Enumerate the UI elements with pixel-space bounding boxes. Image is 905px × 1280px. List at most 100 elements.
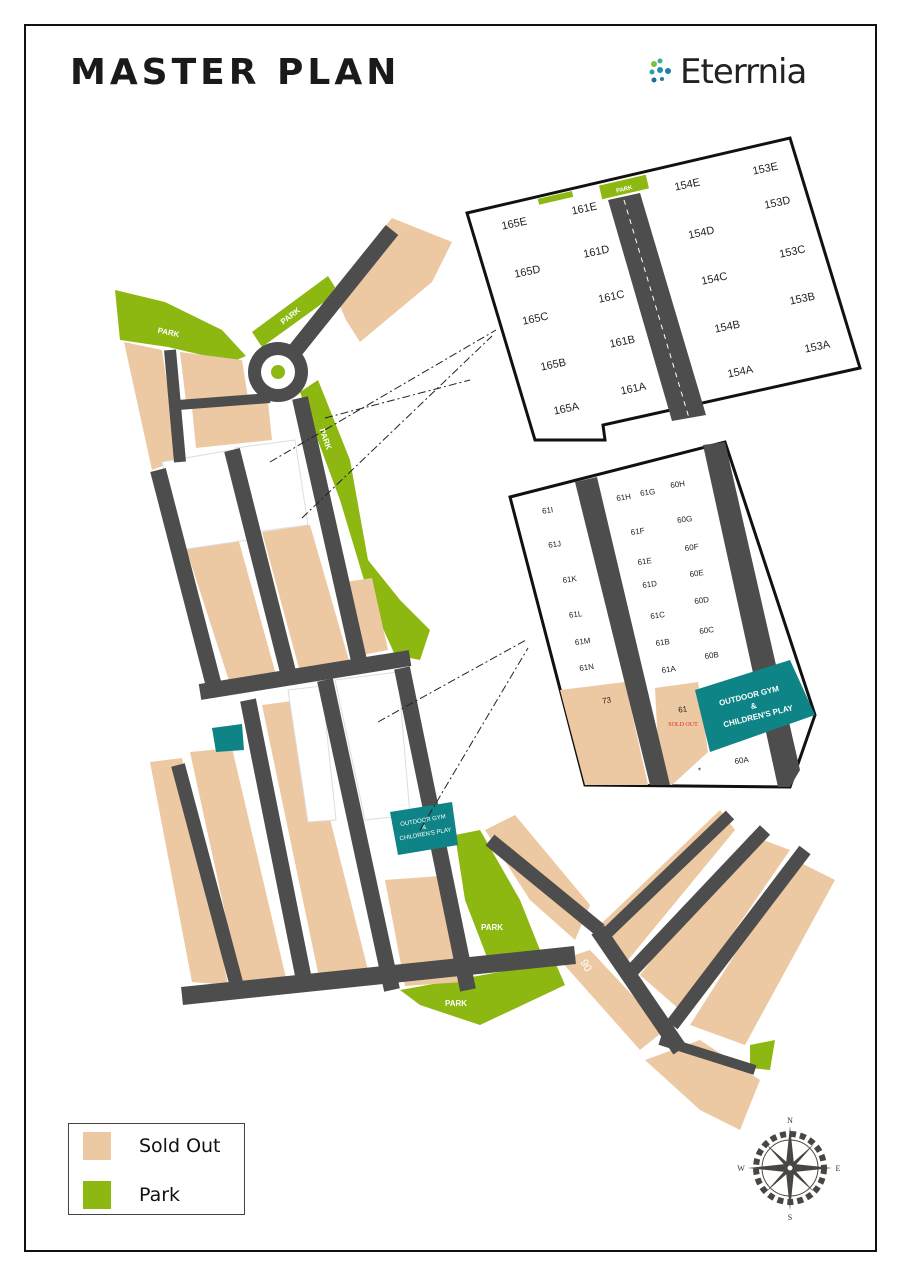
park-bottom xyxy=(400,962,565,1025)
plot-label: 60C xyxy=(699,625,715,636)
road xyxy=(658,1035,757,1075)
inset-bottom-plots-60-61: OUTDOOR GYM & CHILDREN'S PLAY SOLD OUT 6… xyxy=(508,440,817,789)
plot-label: 61N xyxy=(579,662,595,673)
plot-label: 153D xyxy=(763,194,791,211)
sold-plots-south-1 xyxy=(560,950,665,1050)
plot-label: 61J xyxy=(548,539,562,550)
legend-item-park: Park xyxy=(83,1181,180,1209)
plot-label: 165A xyxy=(553,400,581,417)
plot-label: 61D xyxy=(642,579,658,590)
plot-label: * xyxy=(697,766,701,775)
inset-top-plots-153-165: PARK 165E161E154E153E165D161D154D153D165… xyxy=(465,136,862,442)
plot-label: 60E xyxy=(689,568,704,579)
road xyxy=(591,925,687,1055)
plot-label: 165C xyxy=(521,310,549,327)
road xyxy=(240,698,314,992)
legend-label: Park xyxy=(139,1184,181,1206)
callout-lines xyxy=(269,329,529,831)
road-number-label: 90 xyxy=(577,958,594,975)
inset-park xyxy=(599,174,649,200)
plot-label: 154A xyxy=(727,363,755,380)
plot-label: 154B xyxy=(714,319,742,336)
plot-label: 165B xyxy=(540,357,568,374)
road xyxy=(666,845,811,1030)
plot-label: 61C xyxy=(650,610,666,621)
compass-west: W xyxy=(737,1164,745,1173)
road xyxy=(485,834,605,936)
roads xyxy=(150,224,811,1075)
roundabout xyxy=(248,342,308,402)
park-label-bottom: PARK xyxy=(445,999,467,1008)
brand-logo: Eterrnia xyxy=(646,52,807,92)
road xyxy=(181,946,576,1005)
plot-label: 61I xyxy=(542,505,554,515)
plot-label: 61 xyxy=(678,704,689,714)
legend-swatch-sold-out xyxy=(83,1132,111,1160)
road xyxy=(171,763,245,992)
plot-label: 161B xyxy=(609,334,637,351)
map-legend: Sold Out Park xyxy=(68,1123,245,1215)
plot-label: 161D xyxy=(582,243,610,260)
plot-label: 61K xyxy=(562,574,578,585)
plot-label: 60B xyxy=(704,650,719,661)
park-label-bottom-right: PARK xyxy=(481,923,503,932)
sold-plots-lower-2 xyxy=(190,748,286,982)
sold-plots-top-left xyxy=(124,342,178,470)
plot-label: 165E xyxy=(501,216,529,233)
main-site-plan: OUTDOOR GYM & CHILDREN'S PLAY PARK PARK … xyxy=(115,218,835,1130)
legend-item-sold-out: Sold Out xyxy=(83,1132,221,1160)
plot-label: 73 xyxy=(602,695,613,705)
sold-plots-east-4 xyxy=(690,860,835,1045)
road xyxy=(164,349,186,463)
park-top-left xyxy=(115,290,246,362)
outdoor-gym-area xyxy=(390,802,458,855)
plot-label: 153E xyxy=(752,161,780,178)
road xyxy=(600,810,735,940)
plot-label: 161A xyxy=(620,380,648,397)
plot-label: 154E xyxy=(674,177,702,194)
amenity-small xyxy=(212,724,244,752)
road xyxy=(271,224,399,378)
logo-dots-icon xyxy=(649,58,671,83)
park-diagonal xyxy=(252,276,338,347)
plot-label: 61M xyxy=(574,636,591,647)
sold-plots-lower-3 xyxy=(262,700,370,982)
park-bottom-right xyxy=(455,830,540,965)
inset-sold-out-text: SOLD OUT xyxy=(668,722,698,728)
sold-plots-top-mid xyxy=(180,352,248,402)
page-title: MASTER PLAN xyxy=(70,52,401,93)
park-east-corner xyxy=(750,1040,775,1070)
inset-road-left xyxy=(575,477,670,785)
plot-label: 154C xyxy=(700,270,728,287)
plot-label: 60F xyxy=(684,542,699,553)
legend-swatch-park xyxy=(83,1181,111,1209)
compass-south: S xyxy=(788,1213,792,1222)
compass-east: E xyxy=(836,1164,841,1173)
page-frame xyxy=(24,24,877,1252)
plot-label: 161E xyxy=(571,201,599,218)
sold-plots-column-3 xyxy=(345,578,388,655)
logo-text: Eterrnia xyxy=(680,52,807,92)
plot-label: 61B xyxy=(655,637,670,648)
inset-park-label: PARK xyxy=(616,185,634,195)
compass-north: N xyxy=(787,1116,793,1125)
plot-label: 61F xyxy=(630,526,645,537)
plot-label: 60H xyxy=(670,479,686,490)
road xyxy=(198,650,412,700)
plot-label: 61G xyxy=(640,487,656,498)
road xyxy=(317,678,400,992)
sold-plots-column-1 xyxy=(185,538,278,690)
sold-plots-column-2 xyxy=(262,525,350,672)
plot-label: 165D xyxy=(513,263,541,280)
plot-label: 61A xyxy=(661,664,677,675)
plot-label: 61H xyxy=(616,492,632,503)
sold-plots-lower-1 xyxy=(150,758,228,985)
plot-label: 153B xyxy=(789,291,817,308)
inset-outdoor-gym-area xyxy=(695,660,815,752)
plot-label: 161C xyxy=(597,288,625,305)
road xyxy=(150,467,223,693)
sold-plots-top-mid2 xyxy=(192,402,272,448)
sold-plots-ne xyxy=(333,218,452,342)
compass-rose-icon: N S E W xyxy=(737,1116,840,1222)
